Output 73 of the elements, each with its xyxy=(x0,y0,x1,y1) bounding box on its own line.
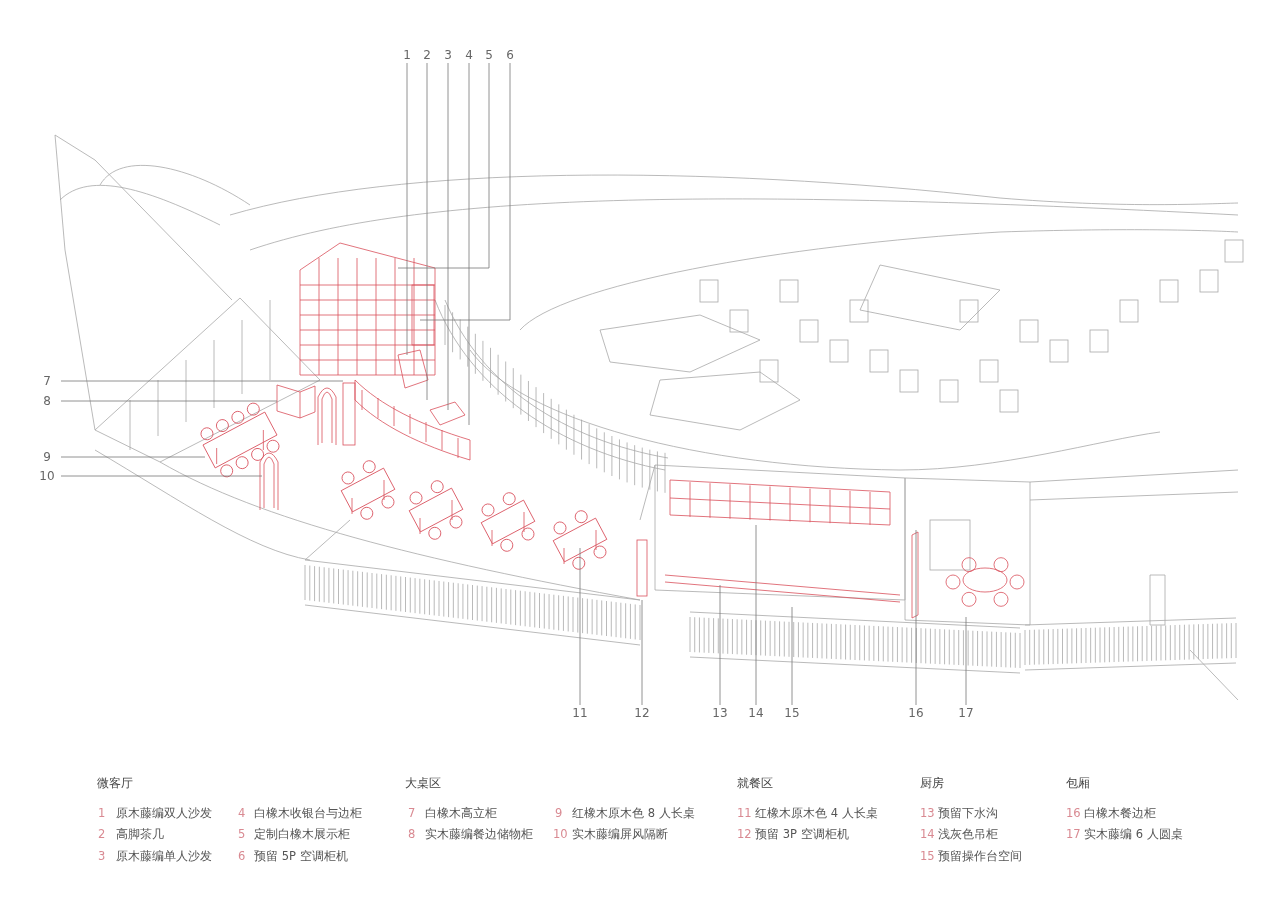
legend-number: 14 xyxy=(920,827,935,841)
legend-item-text: 原木藤编单人沙发 xyxy=(116,849,212,863)
legend-item-text: 预留操作台空间 xyxy=(938,849,1022,863)
callout-number: 3 xyxy=(444,48,452,62)
legend-item-text: 预留下水沟 xyxy=(938,806,998,820)
callout-number: 7 xyxy=(43,374,51,388)
leader-line xyxy=(641,599,643,706)
legend-item-text: 实木藤编 6 人圆桌 xyxy=(1084,827,1183,841)
callout-number: 12 xyxy=(634,706,650,720)
legend-number: 15 xyxy=(920,849,935,863)
group-heading: 包厢 xyxy=(1066,776,1090,790)
legend-number: 6 xyxy=(238,849,246,863)
legend-item-text: 预留 5P 空调柜机 xyxy=(254,849,348,863)
callout-number: 2 xyxy=(423,48,431,62)
legend-item-text: 红橡木原木色 8 人长桌 xyxy=(572,806,695,820)
group-heading: 大桌区 xyxy=(405,776,441,790)
leader-line xyxy=(397,62,490,269)
legend-number: 1 xyxy=(98,806,106,820)
legend-number: 10 xyxy=(553,827,568,841)
legend-number: 7 xyxy=(408,806,416,820)
legend-number: 4 xyxy=(238,806,246,820)
callout-number: 13 xyxy=(712,706,728,720)
callout-number: 9 xyxy=(43,450,51,464)
legend-item-text: 原木藤编双人沙发 xyxy=(116,806,212,820)
legend-item-text: 实木藤编餐边储物柜 xyxy=(425,827,533,841)
callout-number: 11 xyxy=(572,706,588,720)
callout-number: 14 xyxy=(748,706,764,720)
callout-number: 5 xyxy=(485,48,493,62)
leader-line xyxy=(468,62,470,426)
legend-item-text: 白橡木餐边柜 xyxy=(1084,806,1156,820)
leader-line xyxy=(60,400,278,402)
leader-line xyxy=(60,380,344,382)
legend-item-text: 高脚茶几 xyxy=(116,827,164,841)
leader-line xyxy=(755,524,757,706)
group-heading: 就餐区 xyxy=(737,776,773,790)
leader-line xyxy=(915,529,917,706)
legend-number: 9 xyxy=(555,806,563,820)
legend-item-text: 定制白橡木展示柜 xyxy=(254,827,350,841)
callout-number: 15 xyxy=(784,706,800,720)
leader-line xyxy=(60,456,206,458)
callout-number: 16 xyxy=(908,706,924,720)
legend-item-text: 白橡木收银台与边柜 xyxy=(254,806,362,820)
legend-number: 17 xyxy=(1066,827,1081,841)
legend-number: 8 xyxy=(408,827,416,841)
legend-item-text: 实木藤编屏风隔断 xyxy=(572,827,668,841)
leader-line xyxy=(60,475,263,477)
leader-line xyxy=(447,62,449,411)
legend-number: 12 xyxy=(737,827,752,841)
legend-number: 2 xyxy=(98,827,106,841)
group-heading: 微客厅 xyxy=(97,776,133,790)
leader-line xyxy=(406,62,408,356)
legend-number: 16 xyxy=(1066,806,1081,820)
legend-number: 11 xyxy=(737,806,752,820)
legend-item-text: 白橡木高立柜 xyxy=(425,806,497,820)
legend-number: 13 xyxy=(920,806,935,820)
leader-line xyxy=(791,606,793,706)
legend-number: 3 xyxy=(98,849,106,863)
leader-line xyxy=(419,62,511,321)
leader-line xyxy=(719,584,721,706)
legend-number: 5 xyxy=(238,827,246,841)
callout-number: 8 xyxy=(43,394,51,408)
group-heading: 厨房 xyxy=(920,776,944,790)
leader-line xyxy=(579,547,581,706)
callout-number: 10 xyxy=(39,469,55,483)
leader-line xyxy=(965,616,967,706)
leader-line xyxy=(426,62,428,401)
callout-number: 17 xyxy=(958,706,974,720)
callout-number: 4 xyxy=(465,48,473,62)
legend-item-text: 红橡木原木色 4 人长桌 xyxy=(755,806,878,820)
callout-number: 6 xyxy=(506,48,514,62)
callout-number: 1 xyxy=(403,48,411,62)
legend-item-text: 浅灰色吊柜 xyxy=(938,827,998,841)
legend-item-text: 预留 3P 空调柜机 xyxy=(755,827,849,841)
